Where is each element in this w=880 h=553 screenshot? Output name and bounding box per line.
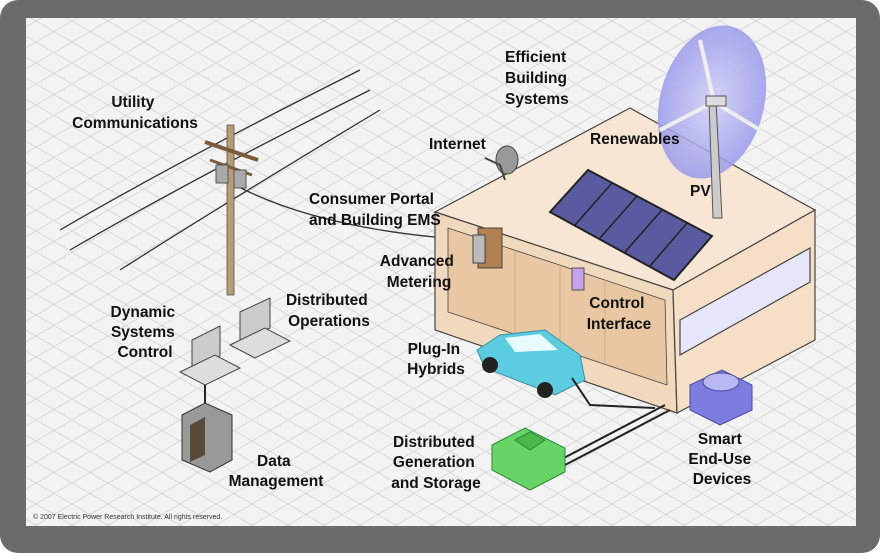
label-renewables: Renewables	[590, 131, 680, 148]
label-control-interface: Control Interface	[587, 295, 652, 333]
workstation-1	[178, 325, 242, 386]
label-data-management: Data Management	[229, 453, 324, 490]
solar-panel	[548, 168, 714, 282]
meter-icon	[472, 227, 503, 269]
label-distributed-generation: Distributed Generation and Storage	[391, 434, 481, 492]
label-pv: PV	[690, 183, 711, 200]
label-internet: Internet	[429, 136, 486, 153]
utility-pole	[204, 124, 259, 296]
copyright-notice: © 2007 Electric Power Research Institute…	[33, 513, 222, 521]
workstation-2	[228, 297, 292, 359]
label-efficient-building-systems: Efficient Building Systems	[505, 49, 571, 108]
storage-cable	[559, 404, 671, 466]
satellite-dish-icon	[484, 145, 519, 181]
label-advanced-metering: Advanced Metering	[380, 253, 458, 291]
smart-device-icon	[689, 369, 753, 426]
label-utility-communications: Utility Communications	[72, 94, 198, 132]
wind-turbine	[657, 25, 767, 219]
generator-storage-unit	[491, 427, 566, 491]
server-rack-icon	[181, 402, 233, 473]
label-smart-devices: Smart End-Use Devices	[688, 431, 755, 488]
thermostat-icon	[571, 267, 585, 291]
power-lines	[59, 69, 471, 271]
plug-in-hybrid-car	[476, 329, 656, 409]
label-distributed-operations: Distributed Operations	[286, 292, 372, 330]
label-consumer-portal: Consumer Portal and Building EMS	[309, 191, 441, 229]
label-plug-in-hybrids: Plug-In Hybrids	[407, 341, 465, 378]
label-dynamic-systems-control: Dynamic Systems Control	[111, 304, 180, 361]
